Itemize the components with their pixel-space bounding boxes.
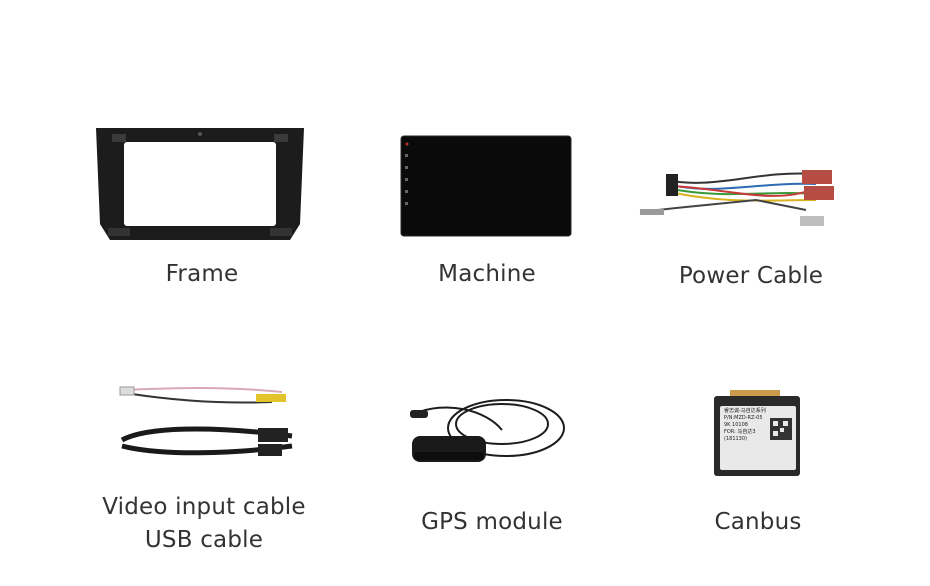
- canbus-box-icon: 睿志诚-马自达系列 P/N:MZD-RZ-05 9K 10108 FOR: 马自…: [712, 390, 802, 478]
- item-label-line2: USB cable: [144, 527, 264, 553]
- box-text: 睿志诚-马自达系列: [724, 408, 766, 414]
- canbus-box-label: 睿志诚-马自达系列 P/N:MZD-RZ-05 9K 10108 FOR: 马自…: [724, 408, 780, 443]
- video-usb-cable-icon: [112, 384, 298, 464]
- box-text: P/N:MZD-RZ-05: [724, 415, 763, 421]
- item-label: Frame: [165, 261, 239, 287]
- item-label: GPS module: [421, 509, 563, 535]
- power-cable-icon: [636, 160, 856, 240]
- box-text: 9K 10108: [724, 422, 748, 428]
- item-label: Power Cable: [678, 263, 824, 289]
- item-label: Canbus: [714, 509, 802, 535]
- item-label: Machine: [438, 261, 536, 287]
- box-text: (181130): [724, 436, 747, 442]
- item-label-line1: Video input cable: [102, 494, 306, 520]
- box-text: FOR: 马自达3: [724, 429, 756, 435]
- frame-icon: [90, 124, 310, 242]
- gps-antenna-icon: [406, 390, 570, 470]
- screen-icon: [400, 134, 572, 238]
